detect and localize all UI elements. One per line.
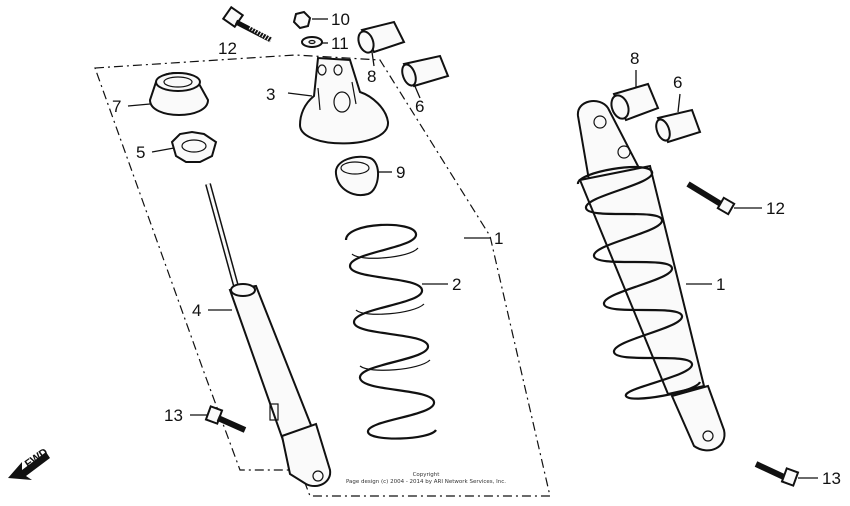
callouts: 10 11 12 8 6 7 3 5 9 1 2 4 13 8 6 12 1 1… xyxy=(112,10,841,488)
callout-11: 11 xyxy=(331,34,349,53)
bolt-12-top xyxy=(221,5,273,43)
bolt-12-right xyxy=(686,181,736,216)
callout-5: 5 xyxy=(136,143,145,162)
bushing-8-right xyxy=(610,82,660,122)
callout-2: 2 xyxy=(452,275,461,294)
bolt-13-right xyxy=(754,461,800,487)
callout-3: 3 xyxy=(266,85,275,104)
callout-8-right: 8 xyxy=(630,49,639,68)
callout-12-top: 12 xyxy=(218,39,237,58)
collar-6-upper xyxy=(401,54,450,88)
assembly-boundary xyxy=(94,54,551,497)
callout-6-top: 6 xyxy=(415,97,424,116)
nut-10 xyxy=(292,10,312,30)
callout-6-right: 6 xyxy=(673,73,682,92)
stopper-ring-5 xyxy=(170,130,218,163)
copyright-line-2: Page design (c) 2004 - 2014 by ARI Netwo… xyxy=(346,479,506,485)
spring-2 xyxy=(344,223,437,440)
bolt-13-left xyxy=(204,405,247,433)
callout-1-left: 1 xyxy=(494,229,503,248)
callout-8-top: 8 xyxy=(367,67,376,86)
callout-13-left: 13 xyxy=(164,406,183,425)
callout-10: 10 xyxy=(331,10,350,29)
bushing-8-upper xyxy=(357,20,406,54)
fwd-arrow-icon: FWD xyxy=(8,446,50,480)
callout-13-right: 13 xyxy=(822,469,841,488)
callout-12-right: 12 xyxy=(766,199,785,218)
damper-4 xyxy=(205,183,332,488)
leader-lines xyxy=(127,18,818,479)
spring-seat-7 xyxy=(148,72,210,116)
shock-assembly-1-right xyxy=(576,100,726,452)
callout-1-right: 1 xyxy=(716,275,725,294)
callout-9: 9 xyxy=(396,163,405,182)
washer-11 xyxy=(301,36,323,48)
bump-rubber-9 xyxy=(334,155,379,196)
copyright-line-1: Copyright xyxy=(413,472,441,478)
callout-7: 7 xyxy=(112,97,121,116)
upper-mount-3 xyxy=(298,56,390,145)
collar-6-right xyxy=(655,108,702,144)
callout-4: 4 xyxy=(192,301,201,320)
